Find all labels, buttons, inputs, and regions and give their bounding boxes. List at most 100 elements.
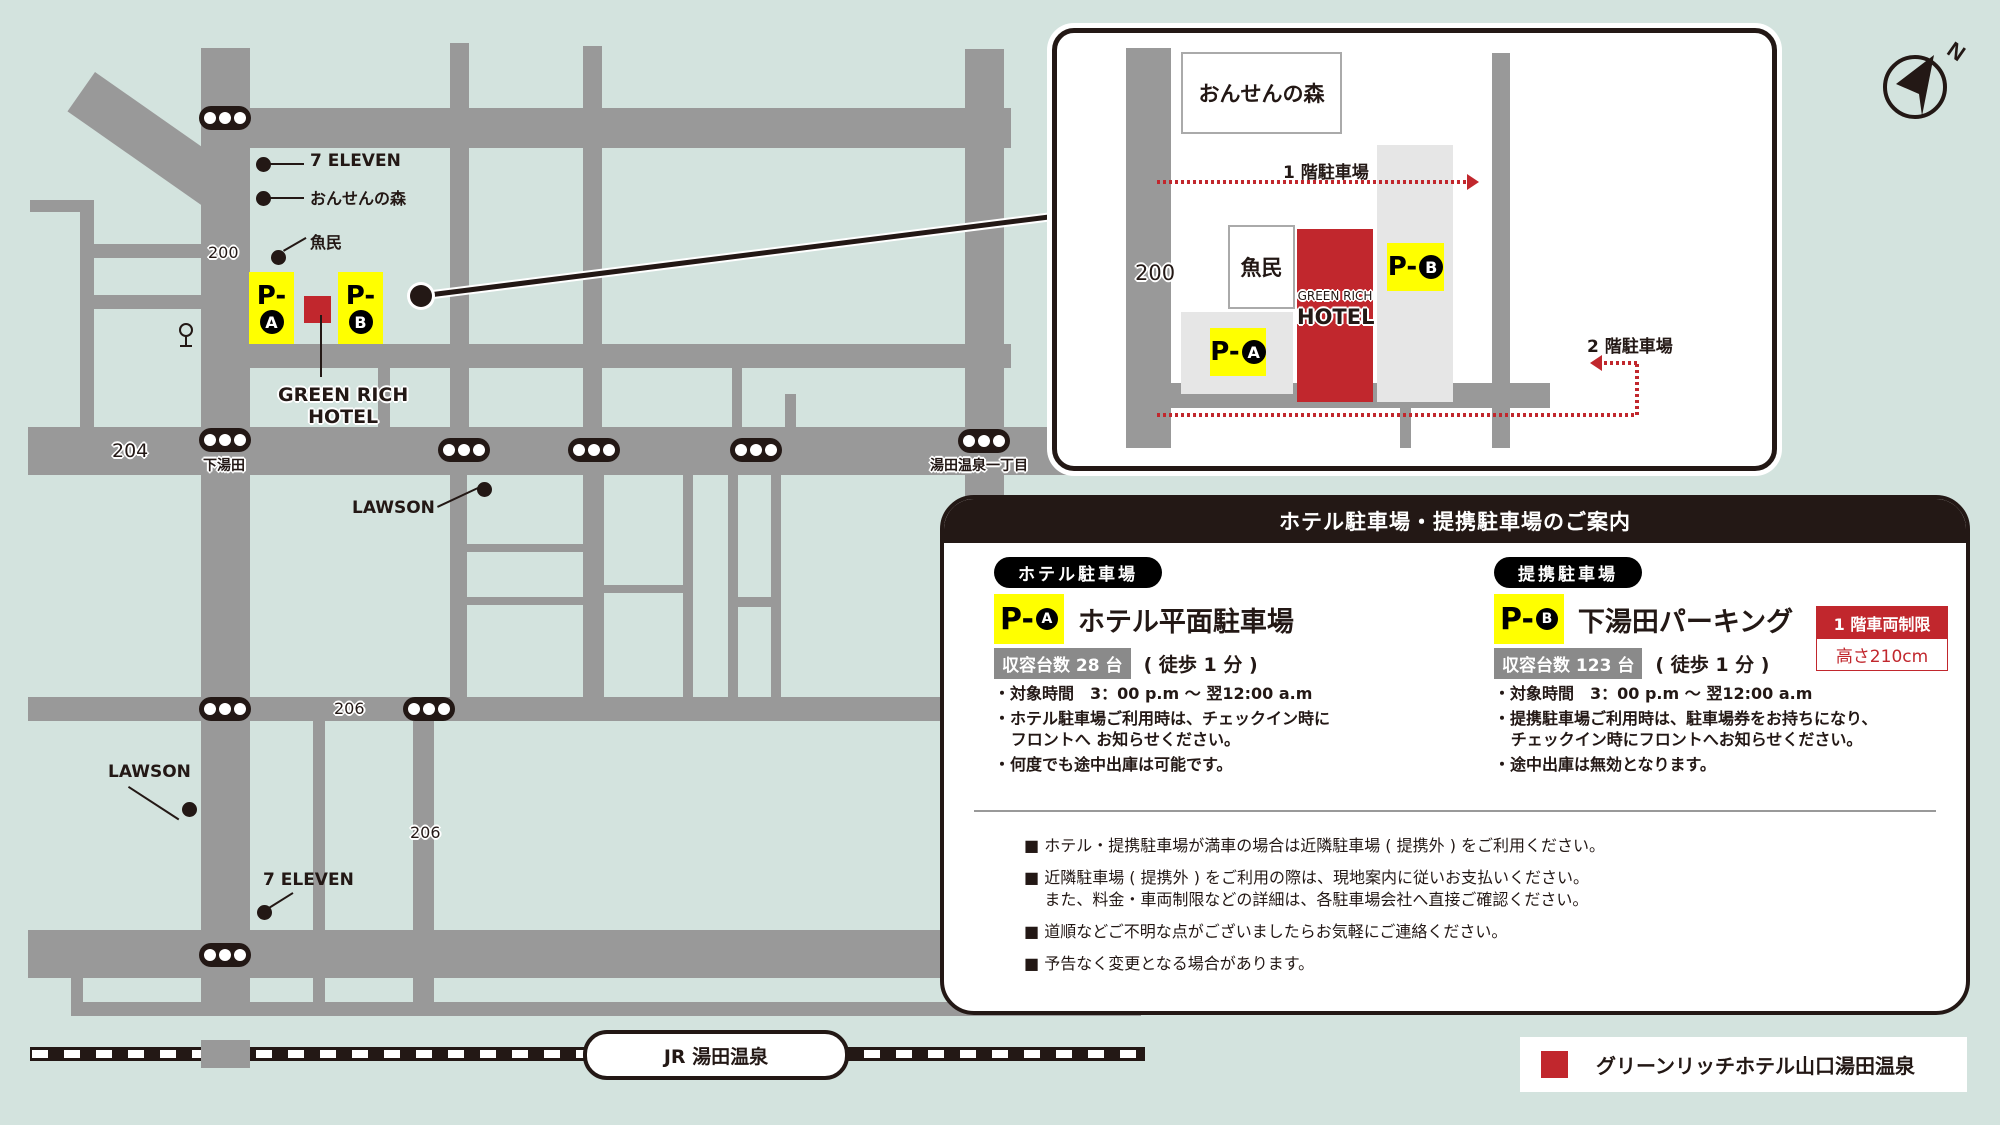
road-h-598 — [467, 597, 583, 605]
leader-line — [270, 197, 304, 199]
partner-lot-bullet: ・対象時間 3：00 p.m ～ 翌12:00 a.m — [1494, 684, 1813, 703]
poi-onsen-no-mori: おんせんの森 — [310, 189, 407, 208]
station-jr-yuda-onsen[interactable]: JR 湯田温泉 — [583, 1030, 849, 1080]
route-200-label: 200 — [208, 243, 239, 262]
partner-lot-tag-prefix: P- — [1500, 601, 1534, 637]
parking-a-marker[interactable]: P- A — [249, 272, 294, 344]
hotel-lot-capacity: 収容台数 28 台 — [994, 648, 1131, 679]
inset-parking-b-tag[interactable]: P-B — [1387, 243, 1444, 291]
inset-parking-a-tag[interactable]: P-A — [1210, 328, 1266, 376]
poi-gyomin: 魚民 — [310, 233, 343, 252]
parking-prefix: P- — [345, 281, 376, 311]
info-divider — [974, 810, 1936, 812]
inset-onsen-no-mori-label: おんせんの森 — [1198, 82, 1325, 106]
poi-lawson-west: LAWSON — [108, 762, 191, 782]
traffic-signal-icon — [730, 438, 782, 462]
hotel-lot-tag-prefix: P- — [1000, 601, 1034, 637]
inset-detail-map: 200 おんせんの森 魚民 P-A GREEN RICH HOTEL P-B 1… — [1052, 28, 1777, 471]
height-restriction-badge: 1 階車両制限 高さ210cm — [1816, 606, 1948, 671]
traffic-signal-icon — [568, 438, 620, 462]
hotel-lot-bullet: ・対象時間 3：00 p.m ～ 翌12:00 a.m — [994, 684, 1313, 703]
hotel-label: GREEN RICH HOTEL — [278, 384, 408, 428]
partner-lot-tag: P- B — [1494, 594, 1564, 644]
pin-icon — [179, 323, 193, 347]
partner-lot-walk: ( 徒歩 1 分 ) — [1655, 654, 1770, 676]
compass-north-icon: N — [1883, 37, 1970, 119]
intersection-yuda-onsen-1chome-label: 湯田温泉一丁目 — [930, 458, 1028, 474]
road-v-450b — [450, 475, 467, 697]
road-bottom-left-v — [71, 978, 83, 1016]
map-legend: グリーンリッチホテル山口湯田温泉 — [1520, 1037, 1967, 1092]
road-v-683 — [683, 475, 693, 697]
note-item: ■ ホテル・提携駐車場が満車の場合は近隣駐車場 ( 提携外 ) をご利用ください… — [1024, 836, 1606, 855]
traffic-signal-icon — [199, 106, 251, 130]
road-h-588 — [604, 585, 683, 593]
restriction-title: 1 階車両制限 — [1817, 607, 1947, 639]
intersection-shimoyuda-label: 下湯田 — [203, 458, 245, 474]
traffic-signal-icon — [403, 697, 455, 721]
leader-line — [283, 237, 307, 252]
road-v-583 — [583, 46, 602, 476]
inset-floor2-route-label: 2 階駐車場 — [1587, 337, 1673, 357]
road-v-785 — [785, 394, 796, 434]
inset-gyomin-building: 魚民 — [1228, 225, 1295, 309]
leader-line — [127, 786, 180, 821]
partner-lot-category: 提携駐車場 — [1494, 557, 1642, 588]
road-left-h2 — [80, 295, 201, 309]
info-panel-title: ホテル駐車場・提携駐車場のご案内 — [944, 499, 1966, 543]
road-v-771 — [771, 475, 781, 697]
partner-lot-name: 下湯田パーキング — [1577, 606, 1794, 638]
partner-lot-section: 提携駐車場 P- B 下湯田パーキング 収容台数 123 台 ( 徒歩 1 分 … — [1494, 557, 1964, 775]
poi-seven-eleven-south: 7 ELEVEN — [263, 870, 354, 890]
inset-road-200 — [1126, 48, 1171, 448]
poi-marker-icon — [256, 191, 271, 206]
road-bottom-thin — [71, 1002, 1141, 1016]
road-h-546 — [467, 544, 583, 552]
road-v-728 — [728, 475, 738, 697]
route-206-h-label: 206 — [334, 699, 365, 718]
inset-parking-a-prefix: P- — [1210, 337, 1240, 367]
road-left-h1 — [80, 244, 201, 258]
road-hotel-block — [201, 344, 1011, 368]
inset-road-right — [1492, 53, 1510, 448]
inset-parking-b-prefix: P- — [1387, 252, 1418, 282]
inset-parking-a-letter-icon: A — [1241, 340, 1266, 364]
parking-b-marker[interactable]: P- B — [338, 272, 383, 344]
inset-floor1-route-label: 1 階駐車場 — [1283, 163, 1369, 183]
road-v-583b — [583, 475, 604, 697]
hotel-lot-bullet: ・何度でも途中出庫は可能です。 — [994, 755, 1233, 774]
parking-info-panel: ホテル駐車場・提携駐車場のご案内 ホテル駐車場 P- A ホテル平面駐車場 収容… — [940, 495, 1970, 1015]
road-route-206-h — [28, 697, 943, 721]
route-206-v-label: 206 — [410, 823, 441, 842]
hotel-lot-bullet: ・ホテル駐車場ご利用時は、チェックイン時に フロントへ お知らせください。 — [994, 709, 1331, 749]
inset-hotel-building[interactable]: GREEN RICH HOTEL — [1297, 229, 1374, 402]
hotel-marker[interactable] — [304, 296, 331, 323]
partner-lot-bullet: ・途中出庫は無効となります。 — [1494, 755, 1716, 774]
traffic-signal-icon — [199, 943, 251, 967]
inset-route-200-label: 200 — [1135, 261, 1176, 285]
compass-n-label: N — [1943, 37, 1970, 67]
road-route-200-over-rail — [201, 1040, 250, 1068]
hotel-lot-letter-icon: A — [1035, 608, 1058, 630]
parking-prefix: P- — [256, 281, 287, 311]
poi-lawson-east: LAWSON — [352, 498, 435, 518]
note-item: ■ 道順などご不明な点がございましたらお気軽にご連絡ください。 — [1024, 922, 1508, 941]
hotel-lot-section: ホテル駐車場 P- A ホテル平面駐車場 収容台数 28 台 ( 徒歩 1 分 … — [994, 557, 1464, 775]
route-204-label: 204 — [112, 440, 149, 462]
hotel-label-line1: GREEN RICH — [278, 384, 409, 406]
hotel-lot-tag: P- A — [994, 594, 1064, 644]
restriction-value: 高さ210cm — [1817, 639, 1947, 670]
inset-road-stub — [1400, 403, 1411, 448]
road-left-v — [80, 200, 94, 430]
leader-line — [270, 163, 304, 165]
road-bottom-wide — [28, 930, 943, 978]
partner-lot-capacity: 収容台数 123 台 — [1494, 648, 1643, 679]
traffic-signal-icon — [438, 438, 490, 462]
leader-line — [267, 892, 294, 910]
inset-onsen-no-mori-building: おんせんの森 — [1181, 52, 1342, 134]
road-v-732 — [732, 368, 742, 428]
poi-seven-eleven-north: 7 ELEVEN — [310, 151, 401, 171]
station-label: JR 湯田温泉 — [663, 1045, 769, 1068]
traffic-signal-icon — [958, 429, 1010, 453]
inset-hotel-line1: GREEN RICH — [1297, 289, 1373, 303]
